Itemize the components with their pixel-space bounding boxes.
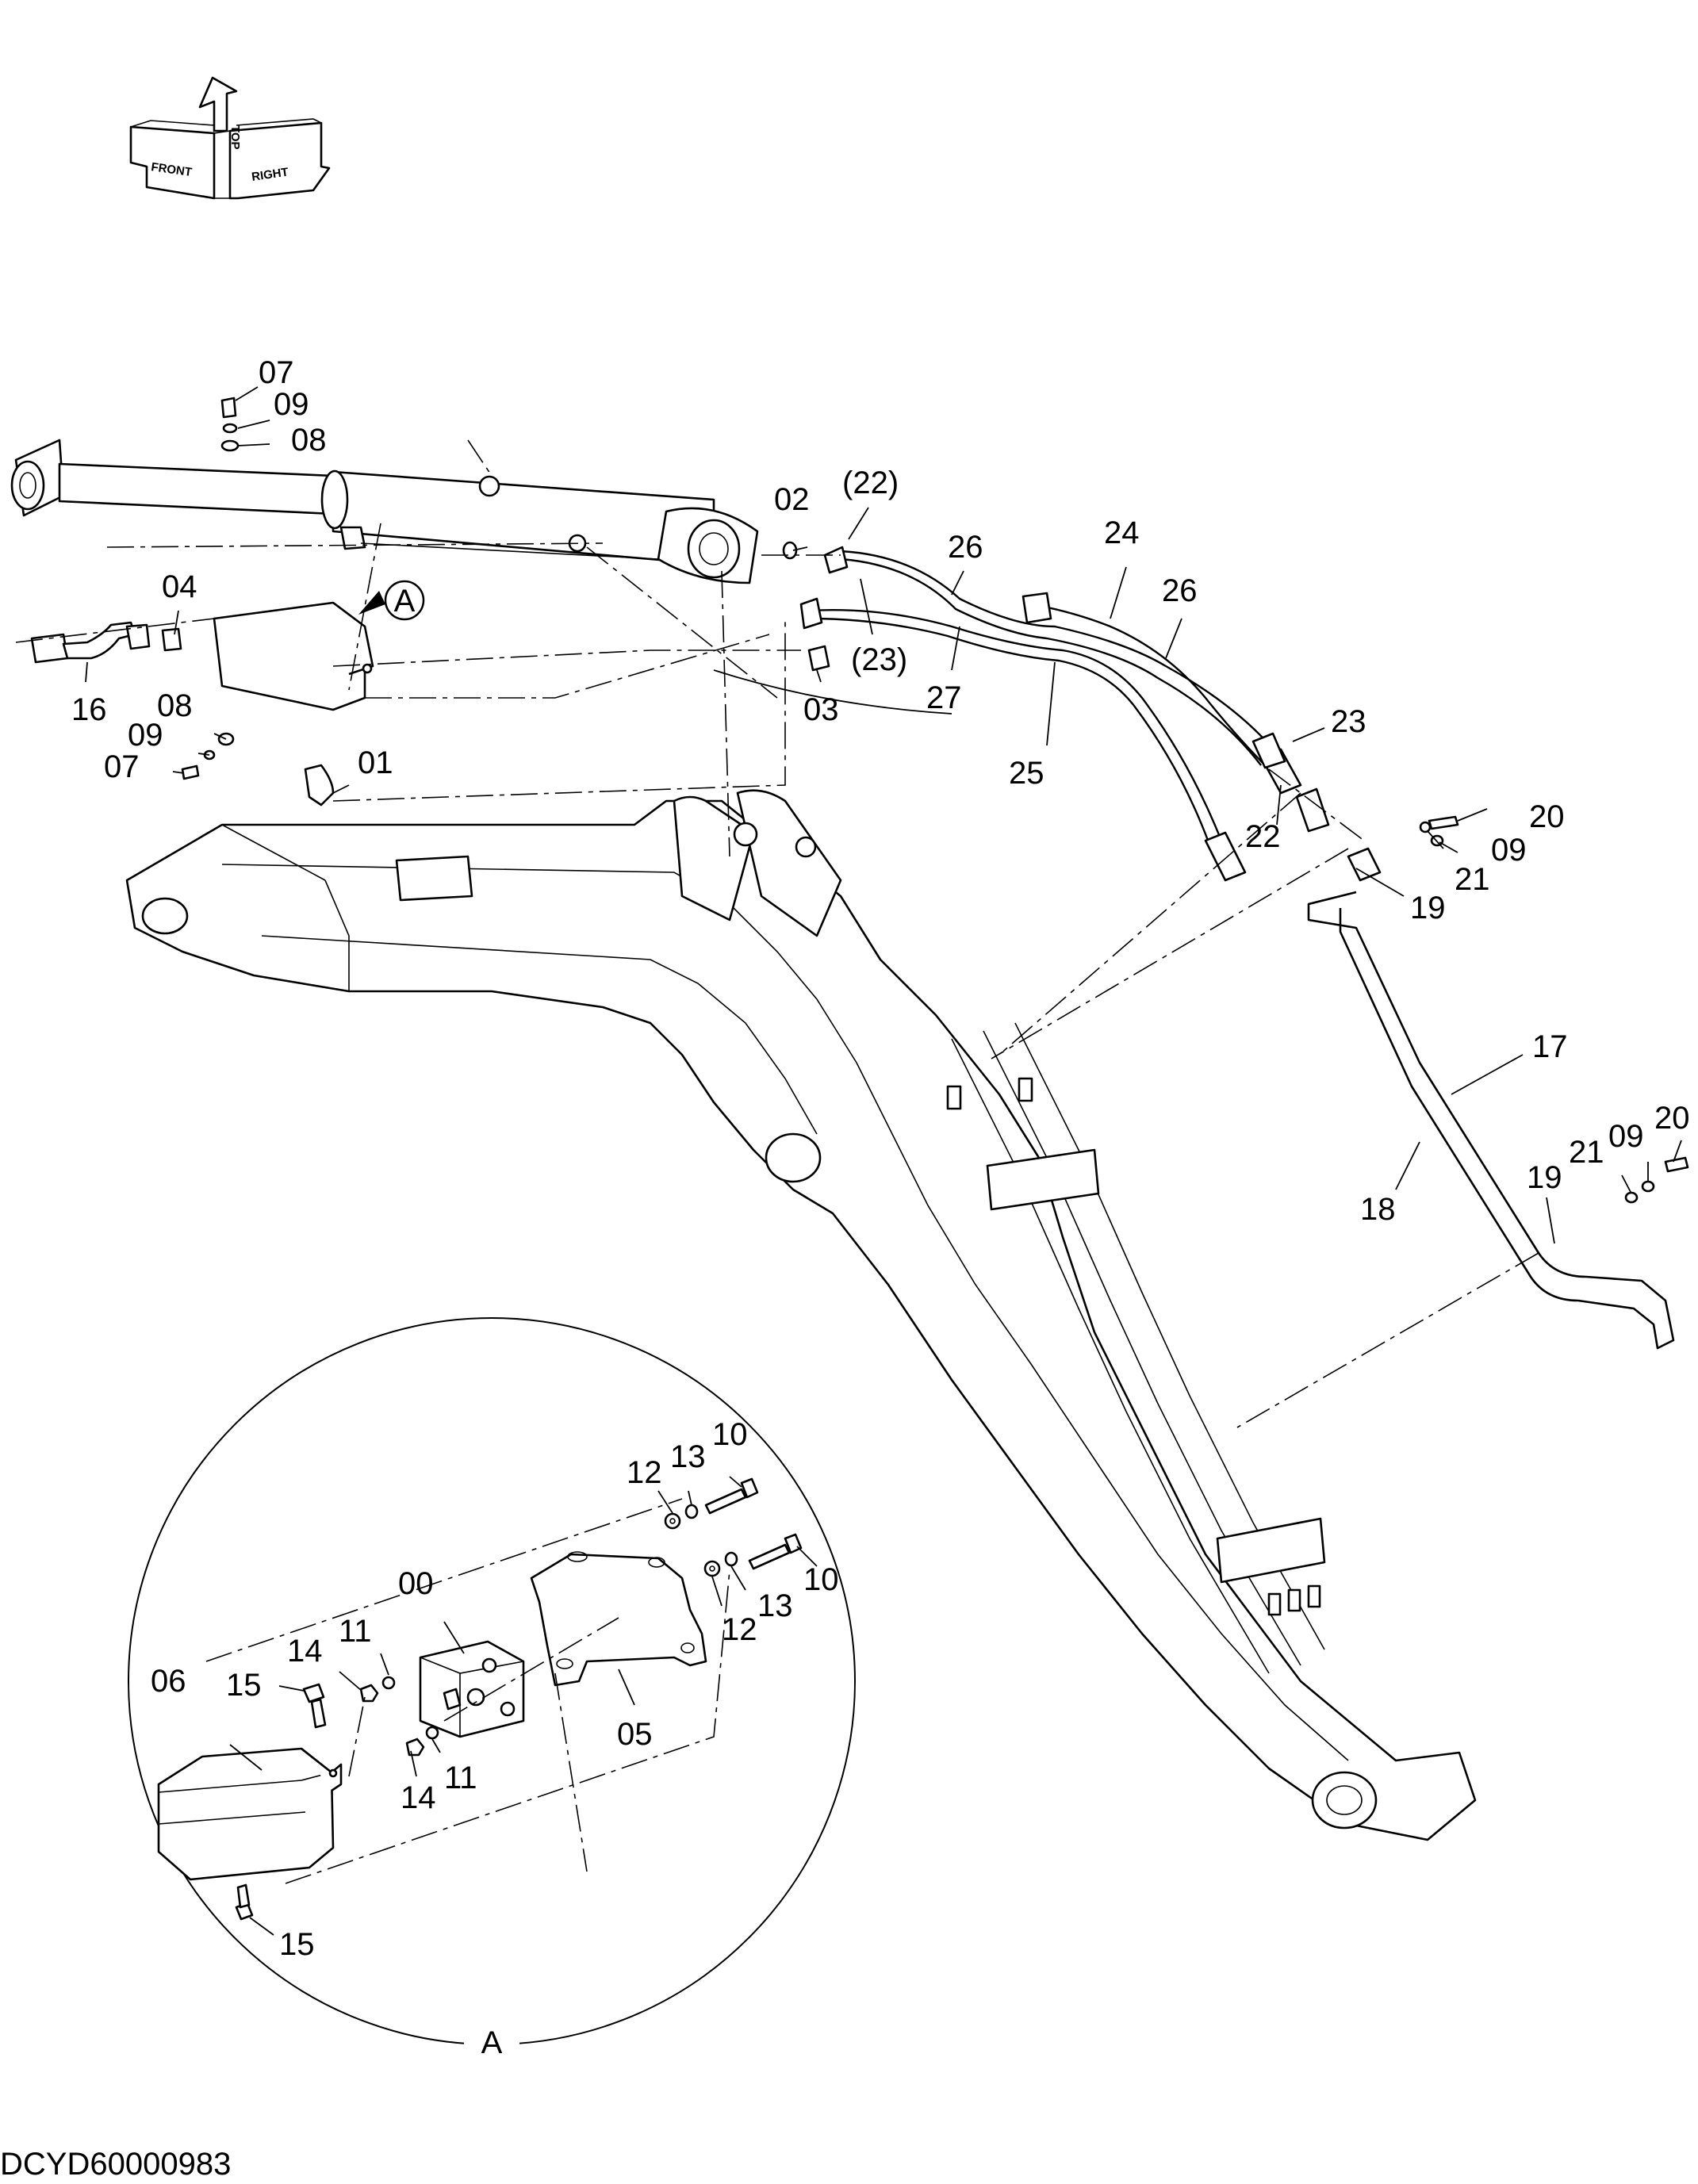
callout-20-upper[interactable]: 20 [1529,799,1565,834]
callout-10-right[interactable]: 10 [803,1562,839,1597]
view-a-arrow [358,591,385,615]
callout-08-lower[interactable]: 08 [157,688,193,723]
hydraulic-hoses [799,546,1675,1350]
orientation-indicator: TOP FRONT RIGHT [129,76,331,200]
callout-09-upper[interactable]: 09 [274,387,309,422]
arm-cylinder [10,439,759,584]
callout-02[interactable]: 02 [774,482,810,517]
callout-13-top[interactable]: 13 [670,1439,706,1474]
callout-24[interactable]: 24 [1104,515,1140,550]
callout-09-right-lower[interactable]: 09 [1608,1119,1644,1154]
callout-12-right[interactable]: 12 [722,1612,757,1647]
callout-labels: 07 09 08 04 16 08 09 07 01 02 03 (22) (2… [71,355,1690,1962]
callout-05[interactable]: 05 [617,1717,653,1752]
callout-17[interactable]: 17 [1532,1029,1568,1064]
callout-23-ref[interactable]: (23) [851,642,907,677]
callout-09-lower[interactable]: 09 [128,718,163,753]
callout-00[interactable]: 00 [398,1566,434,1601]
callout-01[interactable]: 01 [358,745,393,780]
boom-structure [125,789,1477,1841]
callout-21-upper[interactable]: 21 [1455,862,1490,897]
hardware-upper [30,397,1689,1204]
callout-21-lower[interactable]: 21 [1569,1135,1604,1170]
leader-lines [15,386,1682,1428]
callout-27[interactable]: 27 [926,680,962,715]
callout-07-upper[interactable]: 07 [259,355,294,390]
callout-11-bottom[interactable]: 11 [444,1761,477,1795]
callout-26-right[interactable]: 26 [1162,573,1198,608]
callout-10-top[interactable]: 10 [712,1417,748,1452]
view-a-reference[interactable]: A [358,580,425,621]
callout-25[interactable]: 25 [1009,756,1044,791]
callout-12-top[interactable]: 12 [627,1455,662,1490]
callout-22[interactable]: 22 [1245,819,1281,854]
callout-13-right[interactable]: 13 [757,1588,793,1623]
callout-22-ref[interactable]: (22) [842,466,899,500]
callout-11-top[interactable]: 11 [339,1614,372,1649]
callout-23[interactable]: 23 [1331,704,1366,739]
detail-view-a-label: A [481,2025,503,2060]
callout-19-upper[interactable]: 19 [1410,891,1446,925]
cover-plate-upper [213,601,374,711]
callout-26-upper[interactable]: 26 [948,530,983,565]
view-a-marker [384,580,425,621]
callout-14-top[interactable]: 14 [287,1634,323,1669]
detail-view-a: A [128,1317,856,2062]
callout-14-bottom[interactable]: 14 [401,1780,436,1815]
callout-19-lower[interactable]: 19 [1527,1160,1562,1195]
callout-20-lower[interactable]: 20 [1654,1101,1690,1136]
callout-04[interactable]: 04 [162,569,197,604]
callout-15-top[interactable]: 15 [226,1668,262,1703]
callout-07-lower[interactable]: 07 [104,749,140,784]
orientation-right-label: RIGHT [251,166,289,184]
callout-06[interactable]: 06 [151,1664,186,1699]
callout-03[interactable]: 03 [803,692,839,727]
orientation-top-label: TOP [228,125,242,150]
callout-18[interactable]: 18 [1360,1192,1396,1227]
callout-15-bottom[interactable]: 15 [279,1927,315,1962]
callout-09-right-upper[interactable]: 09 [1491,833,1527,868]
callout-08-upper[interactable]: 08 [291,423,327,458]
callout-16[interactable]: 16 [71,692,107,727]
drawing-code: DCYD60000983 [0,2147,231,2180]
view-a-reference-label: A [394,584,416,619]
